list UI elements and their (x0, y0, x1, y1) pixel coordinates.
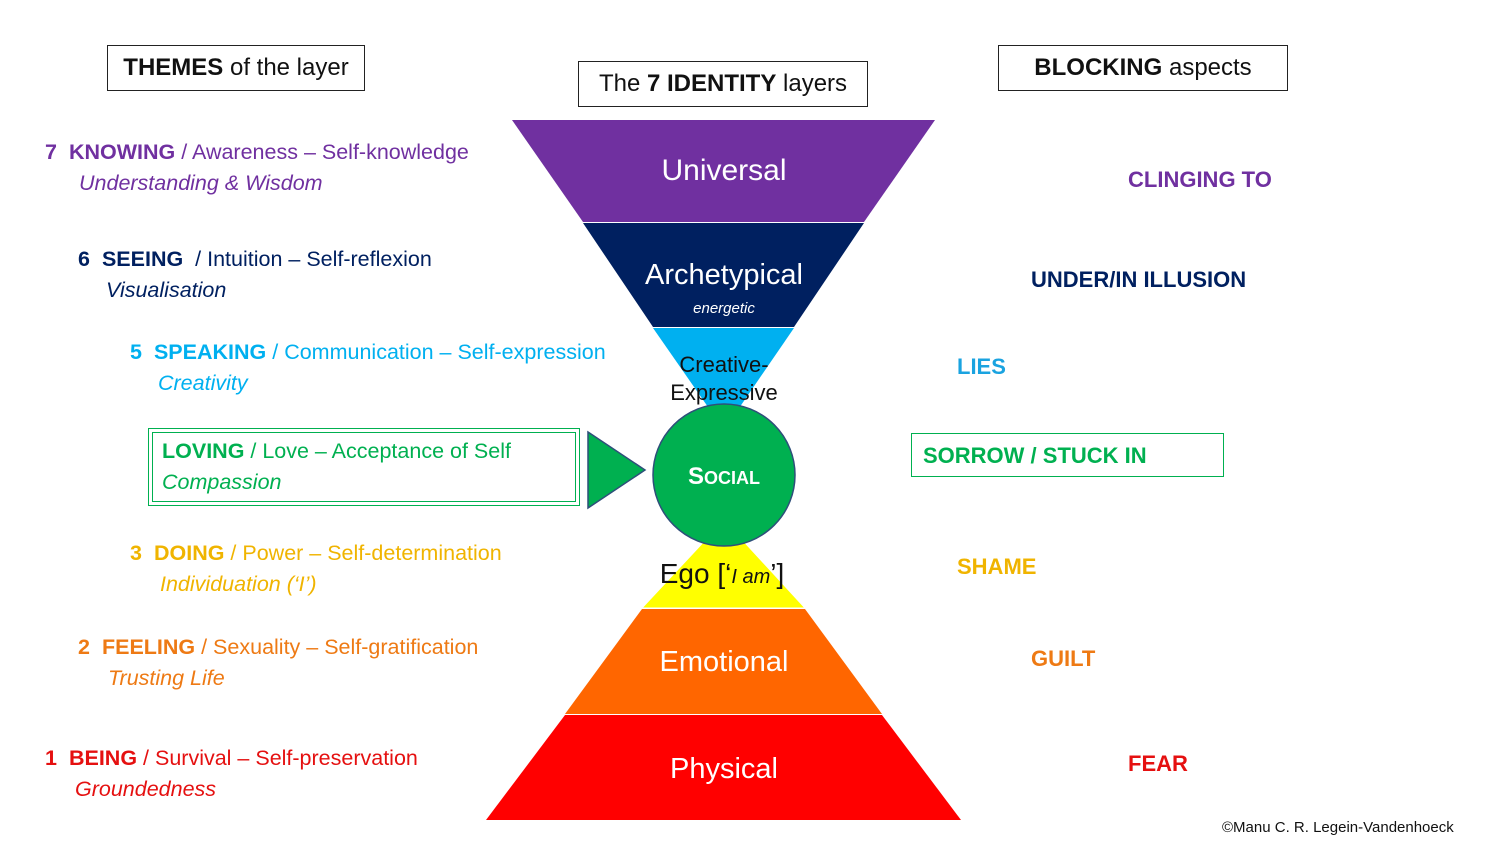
blocking-under-in-illusion: UNDER/IN ILLUSION (1031, 267, 1247, 292)
blocking-guilt: GUILT (1031, 646, 1096, 671)
theme-subtitle: Trusting Life (108, 666, 225, 690)
themes-header-rest: of the layer (223, 54, 349, 81)
theme-description: / Power – Self-determination (224, 541, 502, 565)
theme-description: / Intuition – Self-reflexion (183, 247, 432, 271)
identity-header-bold: 7 IDENTITY (646, 70, 777, 97)
theme-5-speaking: 5 SPEAKING / Communication – Self-express… (130, 337, 606, 399)
theme-6-seeing: 6 SEEING / Intuition – Self-reflexion Vis… (78, 244, 432, 306)
layer-emotional (565, 609, 882, 714)
identity-header: The 7 IDENTITY layers (578, 61, 868, 107)
blocking-fear: FEAR (1128, 751, 1188, 776)
theme-1-being: 1 BEING / Survival – Self-preservation Gr… (45, 743, 418, 805)
themes-header: THEMES of the layer (107, 45, 365, 91)
label-creative-line1: Creative- (679, 352, 768, 377)
theme-keyword: SPEAKING (153, 340, 267, 364)
layer-archetypical (583, 223, 864, 327)
theme-keyword: LOVING (162, 439, 245, 463)
theme-number: 6 (78, 247, 90, 271)
layer-creative (653, 328, 794, 430)
theme-description: / Survival – Self-preservation (137, 746, 418, 770)
blocking-shame: SHAME (957, 554, 1037, 579)
theme-7-knowing: 7 KNOWING / Awareness – Self-knowledge Un… (45, 137, 469, 199)
theme-description: / Love – Acceptance of Self (244, 439, 511, 463)
blocking-sorrow-stuck-in: SORROW / STUCK IN (923, 443, 1147, 468)
theme-subtitle: Creativity (158, 371, 248, 395)
theme-subtitle: Visualisation (106, 278, 227, 302)
theme-subtitle: Individuation (‘I’) (160, 572, 317, 596)
theme-keyword: FEELING (101, 635, 196, 659)
layer-universal (512, 120, 935, 222)
label-ego: Ego [‘I am’] (660, 558, 785, 589)
themes-header-bold: THEMES (123, 54, 224, 81)
theme-4-loving: LOVING / Love – Acceptance of Self Compa… (162, 436, 511, 498)
blocking-header: BLOCKING aspects (998, 45, 1288, 91)
theme-subtitle: Understanding & Wisdom (79, 171, 323, 195)
theme-subtitle: Compassion (162, 470, 282, 494)
label-archetypical-sub: energetic (693, 300, 755, 317)
label-physical: Physical (670, 753, 778, 785)
pointer-arrow (587, 430, 647, 510)
theme-keyword: SEEING (101, 247, 184, 271)
layer-social-circle (652, 403, 796, 547)
label-ego-post: ’] (770, 558, 784, 589)
label-social-rest: OCIAL (704, 468, 760, 488)
blocking-clinging-to: CLINGING TO (1128, 167, 1272, 192)
blocking-sorrow-box (911, 433, 1224, 477)
label-creative-line2: Expressive (670, 380, 778, 405)
theme-number: 2 (78, 635, 90, 659)
theme-description: / Communication – Self-expression (266, 340, 606, 364)
layer-ego (640, 519, 807, 609)
theme-number: 1 (45, 746, 57, 770)
theme-keyword: DOING (153, 541, 225, 565)
theme-keyword: BEING (68, 746, 138, 770)
label-ego-pre: Ego [‘ (660, 558, 732, 589)
layer-physical (486, 715, 961, 820)
identity-header-pre: The (598, 70, 647, 97)
blocking-header-rest: aspects (1162, 54, 1252, 81)
label-emotional: Emotional (660, 646, 789, 678)
theme-loving-box (148, 428, 580, 506)
theme-description: / Awareness – Self-knowledge (175, 140, 469, 164)
label-social-big: S (688, 463, 704, 490)
label-universal: Universal (661, 154, 786, 187)
theme-keyword: KNOWING (68, 140, 176, 164)
label-social: SOCIAL (688, 463, 760, 490)
theme-2-feeling: 2 FEELING / Sexuality – Self-gratificatio… (78, 632, 478, 694)
label-archetypical: Archetypical (645, 259, 803, 291)
theme-subtitle: Groundedness (75, 777, 217, 801)
label-ego-italic: I am (731, 566, 770, 588)
theme-3-doing: 3 DOING / Power – Self-determination Indi… (130, 538, 502, 600)
theme-description: / Sexuality – Self-gratification (195, 635, 479, 659)
theme-number: 7 (45, 140, 57, 164)
theme-number: 3 (130, 541, 142, 565)
blocking-header-bold: BLOCKING (1034, 54, 1163, 81)
theme-number: 5 (130, 340, 142, 364)
copyright: ©Manu C. R. Legein-Vandenhoeck (1222, 819, 1454, 836)
blocking-lies: LIES (957, 354, 1006, 379)
identity-header-post: layers (776, 70, 848, 97)
